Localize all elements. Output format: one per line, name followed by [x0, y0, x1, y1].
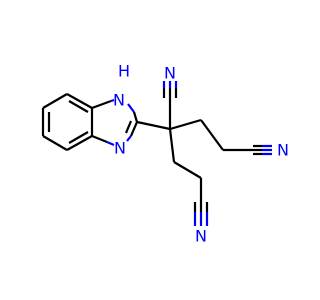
- bond-n1-c2: [132, 111, 139, 123]
- nitrile-top-n-label: N: [164, 64, 176, 83]
- bond-n3-c3a: [91, 134, 108, 144]
- atom-n1-label: N: [113, 91, 125, 110]
- side-chains: [136, 81, 272, 226]
- molecular-structure-diagram: N H N N N N: [41, 62, 289, 246]
- bond-n3-c3a-blue: [106, 140, 115, 147]
- bond-c7a-n1: [91, 99, 112, 110]
- bond-c2-n3-double: [124, 120, 133, 134]
- bond-c2-n3-blue: [126, 135, 132, 142]
- bond-n1-c2-blue: [127, 103, 135, 113]
- bond-right-ch2-ch2: [200, 119, 224, 151]
- atom-labels: N H N N N N: [113, 62, 289, 246]
- nitrile-right-n-label: N: [277, 141, 289, 160]
- atom-h1-label: H: [118, 62, 130, 81]
- bond-benzene-4: [42, 135, 68, 151]
- bond-benzene-1-inner: [68, 100, 89, 113]
- bond-c2-quaternary: [136, 120, 171, 131]
- bond-benzene-6: [42, 93, 68, 109]
- bond-c2-n3: [129, 121, 139, 137]
- imidazole-ring: [91, 98, 139, 147]
- bond-benzene-3-inner: [68, 131, 89, 144]
- atom-n3-label: N: [114, 139, 126, 158]
- bond-benzene-1: [66, 93, 93, 109]
- bond-benzene-3: [66, 135, 93, 151]
- bond-c7a-n1-blue: [110, 98, 115, 103]
- bond-quaternary-bottom-ch2: [168, 128, 176, 163]
- nitrile-bottom-n-label: N: [195, 227, 207, 246]
- bond-bottom-ch2-ch2: [173, 161, 202, 179]
- benzene-ring: [41, 93, 94, 151]
- bond-quaternary-right-ch2: [169, 118, 202, 131]
